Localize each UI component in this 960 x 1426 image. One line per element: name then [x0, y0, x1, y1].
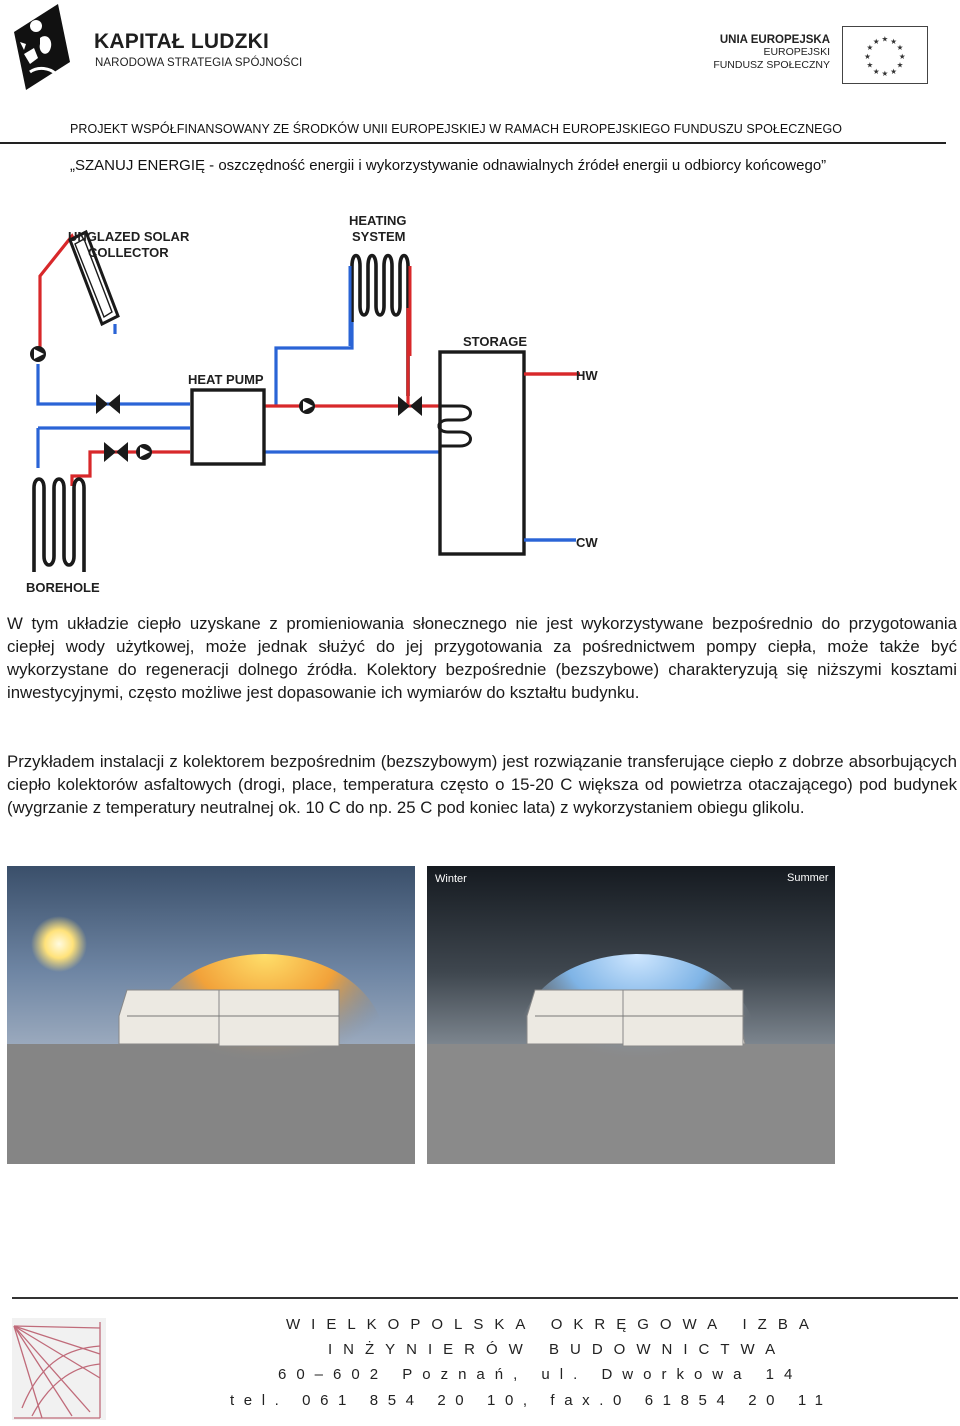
footer-line-2: INŻYNIERÓW BUDOWNICTWA — [328, 1341, 948, 1358]
page-header: KAPITAŁ LUDZKI NARODOWA STRATEGIA SPÓJNO… — [0, 0, 960, 112]
label-storage: STORAGE — [463, 334, 527, 349]
eu-line-3: FUNDUSZ SPOŁECZNY — [690, 59, 830, 72]
woiib-logo — [12, 1318, 106, 1420]
label-heating-1: HEATING — [349, 213, 407, 228]
footer-line-4: tel. 061 854 20 10, fax.0 61854 20 11 — [230, 1392, 850, 1409]
eu-flag-icon: ★★★★★★★★★★★★ — [842, 26, 928, 84]
label-borehole: BOREHOLE — [26, 580, 100, 595]
eu-star-icon: ★ — [890, 67, 897, 76]
heat-pump-system-diagram: UNGLAZED SOLAR COLLECTOR HEATING SYSTEM … — [20, 206, 620, 598]
footer-line-3: 60–602 Poznań, ul. Dworkowa 14 — [278, 1366, 898, 1383]
eu-star-icon: ★ — [873, 67, 880, 76]
kapital-ludzki-logo — [10, 2, 74, 92]
footer-line-1: WIELKOPOLSKA OKRĘGOWA IZBA — [286, 1316, 906, 1333]
summer-label: Summer — [787, 872, 829, 884]
paragraph-1: W tym układzie ciepło uzyskane z promien… — [7, 612, 957, 704]
eu-star-icon: ★ — [897, 43, 904, 52]
eu-star-icon: ★ — [864, 52, 871, 61]
eu-star-icon: ★ — [866, 61, 873, 70]
winter-label: Winter — [435, 873, 467, 885]
paragraph-2: Przykładem instalacji z kolektorem bezpo… — [7, 750, 957, 819]
brand-title: KAPITAŁ LUDZKI — [94, 30, 269, 54]
footer-divider — [12, 1297, 958, 1299]
label-heat-pump: HEAT PUMP — [188, 372, 264, 387]
document-title: „SZANUJ ENERGIĘ - oszczędność energii i … — [70, 157, 826, 174]
eu-star-icon: ★ — [897, 61, 904, 70]
label-hw: HW — [576, 368, 598, 383]
brand-subtitle: NARODOWA STRATEGIA SPÓJNOŚCI — [95, 57, 302, 69]
label-collector-1: UNGLAZED SOLAR — [68, 229, 190, 244]
eu-star-icon: ★ — [882, 34, 889, 43]
label-cw: CW — [576, 535, 598, 550]
eu-line-2: EUROPEJSKI — [690, 46, 830, 59]
label-heating-2: SYSTEM — [352, 229, 405, 244]
eu-label: UNIA EUROPEJSKA EUROPEJSKI FUNDUSZ SPOŁE… — [690, 34, 830, 72]
winter-summer-illustration: Winter Summer — [7, 866, 835, 1164]
label-collector-2: COLLECTOR — [88, 245, 169, 260]
header-divider — [0, 142, 946, 144]
eu-line-1: UNIA EUROPEJSKA — [690, 34, 830, 46]
eu-star-icon: ★ — [873, 37, 880, 46]
eu-star-icon: ★ — [882, 69, 889, 78]
eu-star-icon: ★ — [899, 52, 906, 61]
project-line: PROJEKT WSPÓŁFINANSOWANY ZE ŚRODKÓW UNII… — [70, 122, 842, 136]
